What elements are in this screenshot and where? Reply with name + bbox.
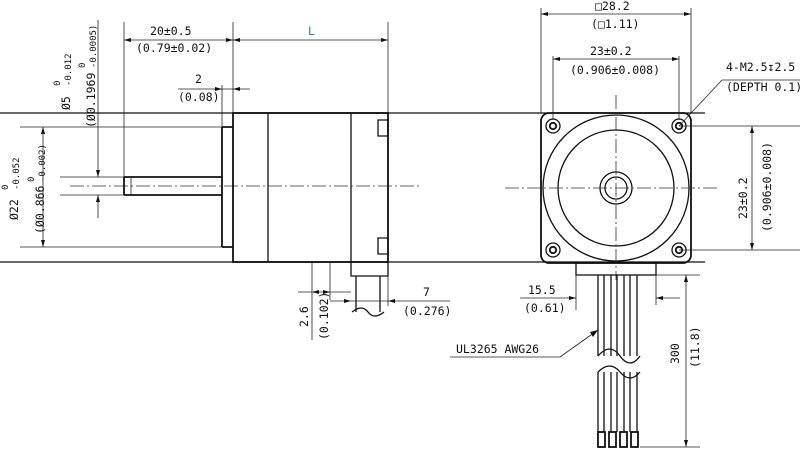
dim-pilot-dia-tol-hi: 0 — [1, 185, 11, 190]
lead-exit-block — [350, 262, 389, 277]
dim-pilot-dia-main: Ø22 — [7, 199, 21, 220]
labels: 20±0.5 (0.79±0.02) L 2 (0.08) Ø5 0 -0.01… — [1, 0, 800, 368]
dim-shaft-dia-tol-lo: -0.012 — [64, 53, 74, 86]
dim-pilot-dia-tol-lo: -0.052 — [12, 157, 22, 190]
pilot-boss — [221, 126, 233, 248]
dim-shaft-dia-main: Ø5 — [59, 96, 73, 110]
mount-hole-bl — [545, 242, 561, 258]
pin-1 — [597, 431, 606, 448]
dim-shaft-dia-in-tol-hi: 0 — [78, 63, 88, 68]
dim-shaft-dia-in-main: (Ø0.1969 — [84, 73, 98, 128]
dim-step-in: (0.08) — [178, 90, 220, 104]
dim-lead-width-mm: 15.5 — [528, 283, 556, 297]
pin-2 — [608, 431, 617, 448]
dim-lead-length-mm: 300 — [668, 343, 682, 364]
dim-pilot-dia-in-main: (Ø0.866 — [33, 185, 47, 234]
motor-shaft — [123, 176, 222, 196]
dim-tab-in: (0.276) — [403, 304, 451, 318]
dim-tab-mm: 7 — [423, 285, 430, 299]
front-view — [450, 8, 800, 448]
side-view — [0, 20, 705, 340]
dim-shaft-length-mm: 20±0.5 — [150, 24, 192, 38]
dim-flange-mm: □28.2 — [595, 0, 630, 13]
cable-spec: UL3265 AWG26 — [456, 342, 539, 356]
front-leads — [597, 275, 641, 448]
dim-v-spacing-mm: 23±0.2 — [736, 177, 750, 219]
dim-lead-width-in: (0.61) — [524, 301, 566, 315]
dim-v-spacing-in: (0.906±0.008) — [760, 142, 774, 232]
dim-lead-offset-in: (0.102) — [317, 292, 331, 340]
pin-3 — [619, 431, 628, 448]
front-lead-block — [575, 262, 657, 276]
dim-shaft-length-in: (0.79±0.02) — [136, 41, 212, 55]
mount-hole-tl — [545, 118, 561, 134]
dim-flange-in: (□1.11) — [591, 17, 639, 31]
dim-step-mm: 2 — [195, 72, 202, 86]
dim-shaft-dia-tol-hi: 0 — [53, 81, 63, 86]
dim-shaft-dia-in-tol-lo: -0.0005) — [89, 25, 99, 68]
motor-body — [232, 112, 389, 263]
pin-4 — [630, 431, 639, 448]
dim-pilot-dia-in-tol-hi: 0 — [27, 177, 37, 182]
dim-lead-offset-mm: 2.6 — [297, 306, 311, 327]
dim-mount-depth: (DEPTH 0.1) — [726, 80, 800, 94]
dim-hole-spacing-in: (0.906±0.008) — [570, 63, 660, 77]
dim-lead-length-in: (11.8) — [688, 326, 702, 368]
dim-pilot-dia-in-tol-lo: -0.002) — [38, 144, 48, 182]
dim-hole-spacing-mm: 23±0.2 — [590, 44, 632, 58]
side-leads — [355, 276, 381, 312]
dim-body-length: L — [308, 24, 315, 38]
dim-mount-holes: 4-M2.5↧2.5 — [726, 60, 795, 74]
